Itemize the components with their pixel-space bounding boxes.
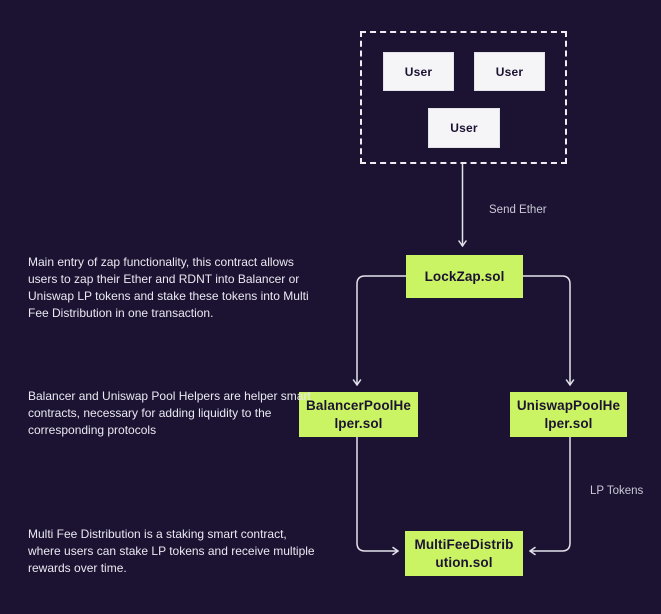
user-node-label: User <box>404 64 433 79</box>
send-ether-label: Send Ether <box>489 204 547 216</box>
user-node-label: User <box>450 121 478 135</box>
lockzap-description: Main entry of zap functionality, this co… <box>28 255 309 320</box>
balancer-pool-helper-label: BalancerPoolHe lper.sol <box>306 397 411 431</box>
pool-helpers-description: Balancer and Uniswap Pool Helpers are he… <box>28 389 311 437</box>
user-node: User <box>428 108 500 148</box>
user-node: User <box>383 52 454 91</box>
edge-lockzap-to-balancer <box>352 275 407 386</box>
user-node-label: User <box>495 64 524 79</box>
multi-fee-distribution-description: Multi Fee Distribution is a staking smar… <box>28 527 315 575</box>
lockzap-contract-label: LockZap.sol <box>424 268 505 284</box>
uniswap-pool-helper-label: UniswapPoolHe lper.sol <box>516 397 621 431</box>
balancer-pool-helper-node: BalancerPoolHe lper.sol <box>299 392 418 437</box>
multi-fee-distribution-label: MultiFeeDistrib ution.sol <box>414 536 514 570</box>
uniswap-pool-helper-node: UniswapPoolHe lper.sol <box>510 392 627 437</box>
lp-tokens-label: LP Tokens <box>590 485 644 497</box>
user-node: User <box>474 52 545 91</box>
edge-balancer-to-multifee <box>356 436 399 556</box>
edge-uniswap-to-multifee <box>529 436 571 556</box>
multi-fee-distribution-node: MultiFeeDistrib ution.sol <box>405 531 523 576</box>
edge-lockzap-to-uniswap <box>522 275 575 386</box>
lockzap-contract-node: LockZap.sol <box>406 255 523 298</box>
users-group-container: User User User <box>360 31 567 164</box>
